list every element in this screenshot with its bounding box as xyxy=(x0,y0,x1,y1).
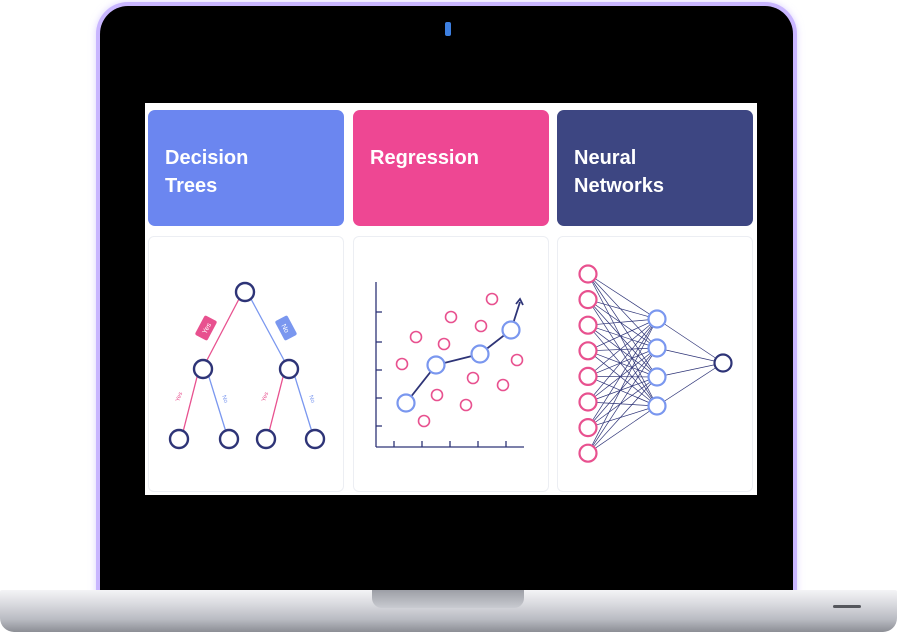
input-neuron xyxy=(578,341,598,361)
decision-tree-card: Yes No Yes No Yes No xyxy=(148,236,344,492)
leaf-node xyxy=(304,428,326,450)
network-connection xyxy=(587,318,658,454)
regression-title-line-1: Regression xyxy=(370,147,479,169)
network-connection xyxy=(587,347,658,377)
trend-points xyxy=(396,320,521,413)
network-connection xyxy=(656,347,724,364)
network-connection xyxy=(587,350,658,378)
network-connection xyxy=(587,318,658,403)
root-node xyxy=(234,281,256,303)
decision-trees-title-line-1: Decision xyxy=(165,147,249,169)
no-tag-label: No xyxy=(279,323,289,334)
network-connection xyxy=(587,347,658,403)
neural-network-card xyxy=(557,236,753,492)
yes-branch-label: Yes xyxy=(261,391,270,402)
webcam-icon xyxy=(445,22,451,36)
network-connection xyxy=(587,273,658,407)
no-branch-label: No xyxy=(307,395,315,405)
network-connection xyxy=(587,299,658,378)
network-connection xyxy=(587,376,658,403)
laptop-base xyxy=(0,590,897,632)
neural-network-diagram xyxy=(578,264,733,463)
network-connection xyxy=(587,273,658,378)
network-connection xyxy=(587,376,658,428)
network-connection xyxy=(587,350,658,407)
neural-networks-title-line-1: Neural xyxy=(574,147,637,169)
network-connection xyxy=(587,347,658,454)
network-connection xyxy=(587,347,658,428)
tree-node xyxy=(192,358,214,380)
trend-line xyxy=(405,297,524,404)
scatter-points xyxy=(395,292,524,428)
decision-tree-diagram: Yes No Yes No Yes No xyxy=(168,281,326,450)
network-connection xyxy=(587,324,658,378)
network-connection xyxy=(587,318,658,428)
input-neuron xyxy=(578,443,598,463)
network-connection xyxy=(656,318,724,364)
regression-card xyxy=(353,236,549,492)
leaf-node xyxy=(255,428,277,450)
network-connection xyxy=(587,299,658,320)
network-connection xyxy=(587,376,658,407)
hidden-neuron xyxy=(647,309,667,329)
network-connection xyxy=(587,318,658,326)
network-connection xyxy=(587,299,658,407)
hidden-neuron xyxy=(647,338,667,358)
network-connection xyxy=(587,299,658,349)
neural-networks-title-line-2: Networks xyxy=(574,175,665,197)
yes-tag-label: Yes xyxy=(202,322,214,336)
network-connection xyxy=(587,347,658,352)
network-connection xyxy=(587,376,658,454)
yes-tag-icon: Yes xyxy=(195,315,217,341)
network-connection xyxy=(587,273,658,320)
input-neuron xyxy=(578,315,598,335)
decision-trees-title-line-2: Trees xyxy=(165,175,218,197)
input-neuron xyxy=(578,264,598,284)
hidden-neuron xyxy=(647,396,667,416)
leaf-node xyxy=(168,428,190,450)
network-connection xyxy=(587,405,658,454)
tree-node xyxy=(278,358,300,380)
laptop-screen: Decision Trees Regression Neural Network… xyxy=(145,103,757,495)
network-connection xyxy=(587,318,658,377)
regression-plot xyxy=(375,282,524,448)
network-connection xyxy=(587,405,658,428)
regression-header: Regression xyxy=(353,110,549,226)
network-connection xyxy=(587,376,658,378)
network-connection xyxy=(587,273,658,349)
network-connection xyxy=(656,362,724,407)
network-connection xyxy=(587,318,658,352)
yes-branch-label: Yes xyxy=(175,391,184,402)
input-neuron xyxy=(578,418,598,438)
input-neuron xyxy=(578,392,598,412)
network-connection xyxy=(587,324,658,407)
output-neuron xyxy=(713,353,733,373)
no-branch-label: No xyxy=(220,395,228,405)
laptop-vent xyxy=(833,605,861,608)
input-neuron xyxy=(578,289,598,310)
hidden-neuron xyxy=(647,367,667,387)
decision-trees-header: Decision Trees xyxy=(148,110,344,226)
network-connection xyxy=(587,401,658,407)
no-tag-icon: No xyxy=(275,315,297,341)
laptop-hinge-notch xyxy=(372,590,524,608)
leaf-node xyxy=(218,428,240,450)
network-connection xyxy=(587,324,658,349)
input-neuron xyxy=(578,366,598,386)
network-connection xyxy=(656,362,724,378)
neural-networks-header: Neural Networks xyxy=(557,110,753,226)
